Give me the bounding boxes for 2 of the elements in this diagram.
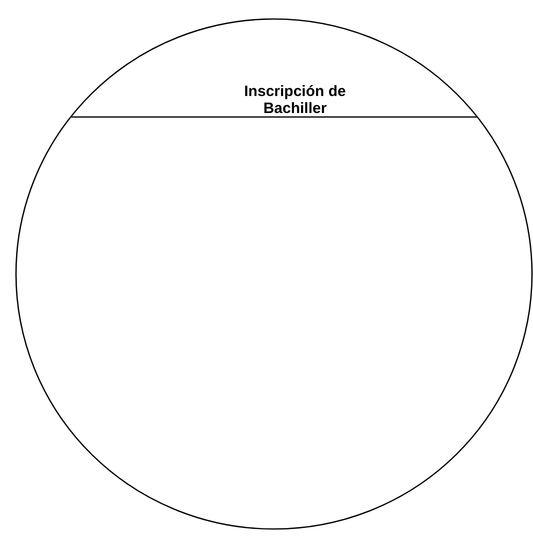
process-title: Inscripción de Bachiller [243,83,347,117]
process-circle [15,18,533,530]
